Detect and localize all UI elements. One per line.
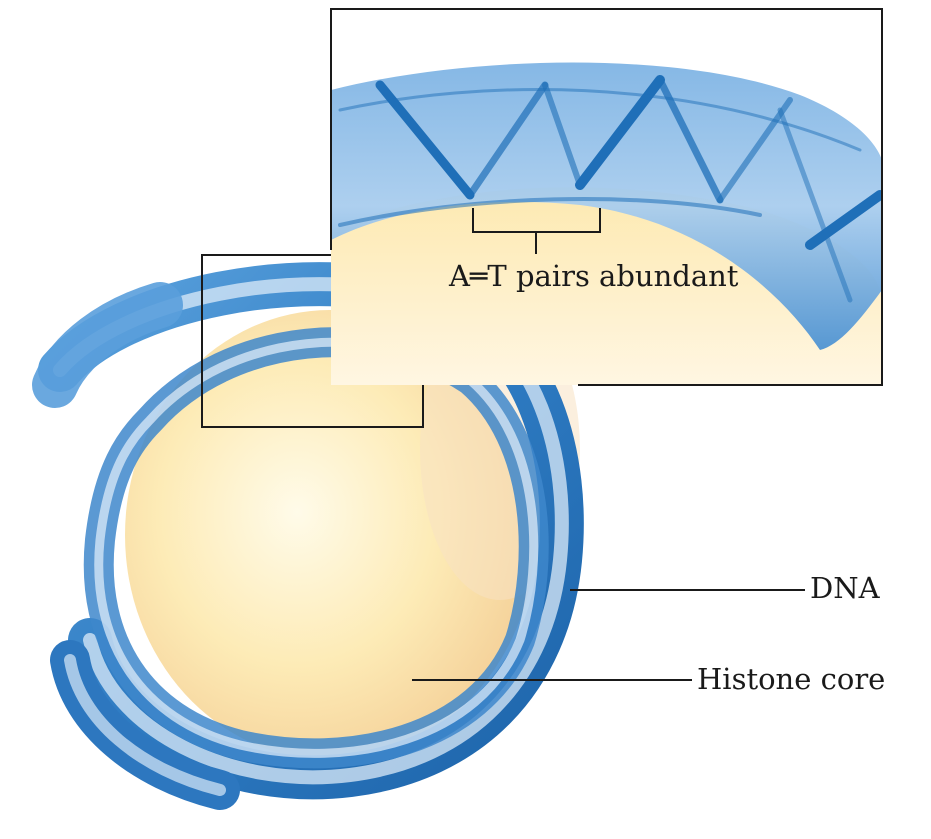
dna-end-bottom-highlight: [64, 654, 226, 796]
inset-helix-strands: [338, 75, 882, 303]
at-bracket: [472, 208, 601, 254]
inset-dna-band: [331, 62, 882, 350]
at-pairs-label: A═T pairs abundant: [449, 259, 739, 293]
dna-wrap-outer-highlight: [53, 277, 569, 785]
dna-label: DNA: [810, 571, 880, 605]
dna-end-top: [32, 282, 183, 408]
histone-core-label: Histone core: [697, 662, 886, 696]
inset-view: [330, 8, 883, 386]
inset-frame: [330, 8, 883, 386]
